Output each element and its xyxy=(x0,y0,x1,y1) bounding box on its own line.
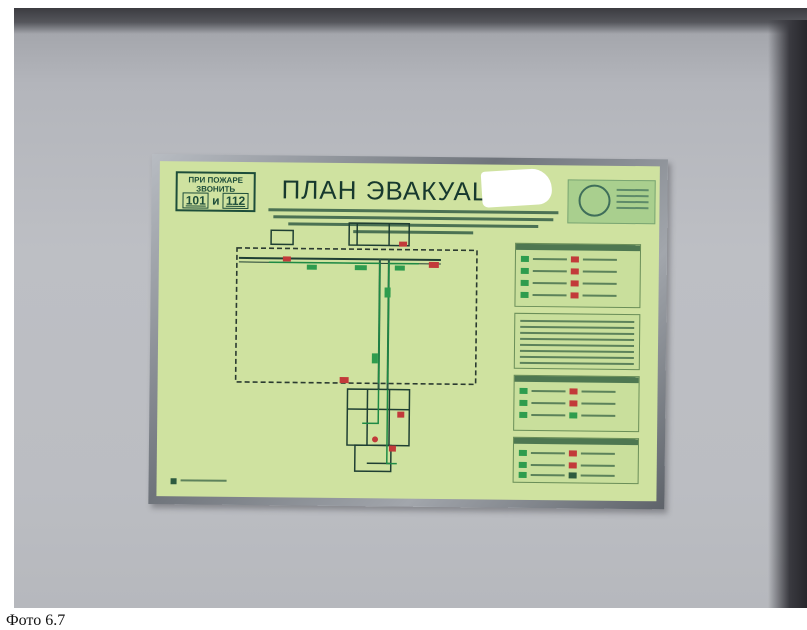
plan-footnote xyxy=(171,471,231,477)
evacuation-plan-sign: ПРИ ПОЖАРЕ ЗВОНИТЬ 101 и 112 ПЛАН ЭВАКУА… xyxy=(156,161,659,501)
wall-edge-shadow xyxy=(768,20,807,608)
photo-caption: Фото 6.7 xyxy=(6,612,65,630)
legend-signs-block xyxy=(513,437,639,484)
evacuation-plan-frame: ПРИ ПОЖАРЕ ЗВОНИТЬ 101 и 112 ПЛАН ЭВАКУА… xyxy=(148,154,668,509)
legend-symbols-block xyxy=(514,243,641,308)
photo: ПРИ ПОЖАРЕ ЗВОНИТЬ 101 и 112 ПЛАН ЭВАКУА… xyxy=(0,0,807,608)
exit-sign-icon xyxy=(306,265,405,364)
legend-equipment-block xyxy=(513,375,640,432)
fire-extinguisher-icon xyxy=(281,240,439,452)
ceiling-shadow xyxy=(14,8,807,34)
legend xyxy=(513,243,642,488)
legend-instructions-block xyxy=(514,313,641,370)
you-are-here-icon xyxy=(372,436,378,442)
